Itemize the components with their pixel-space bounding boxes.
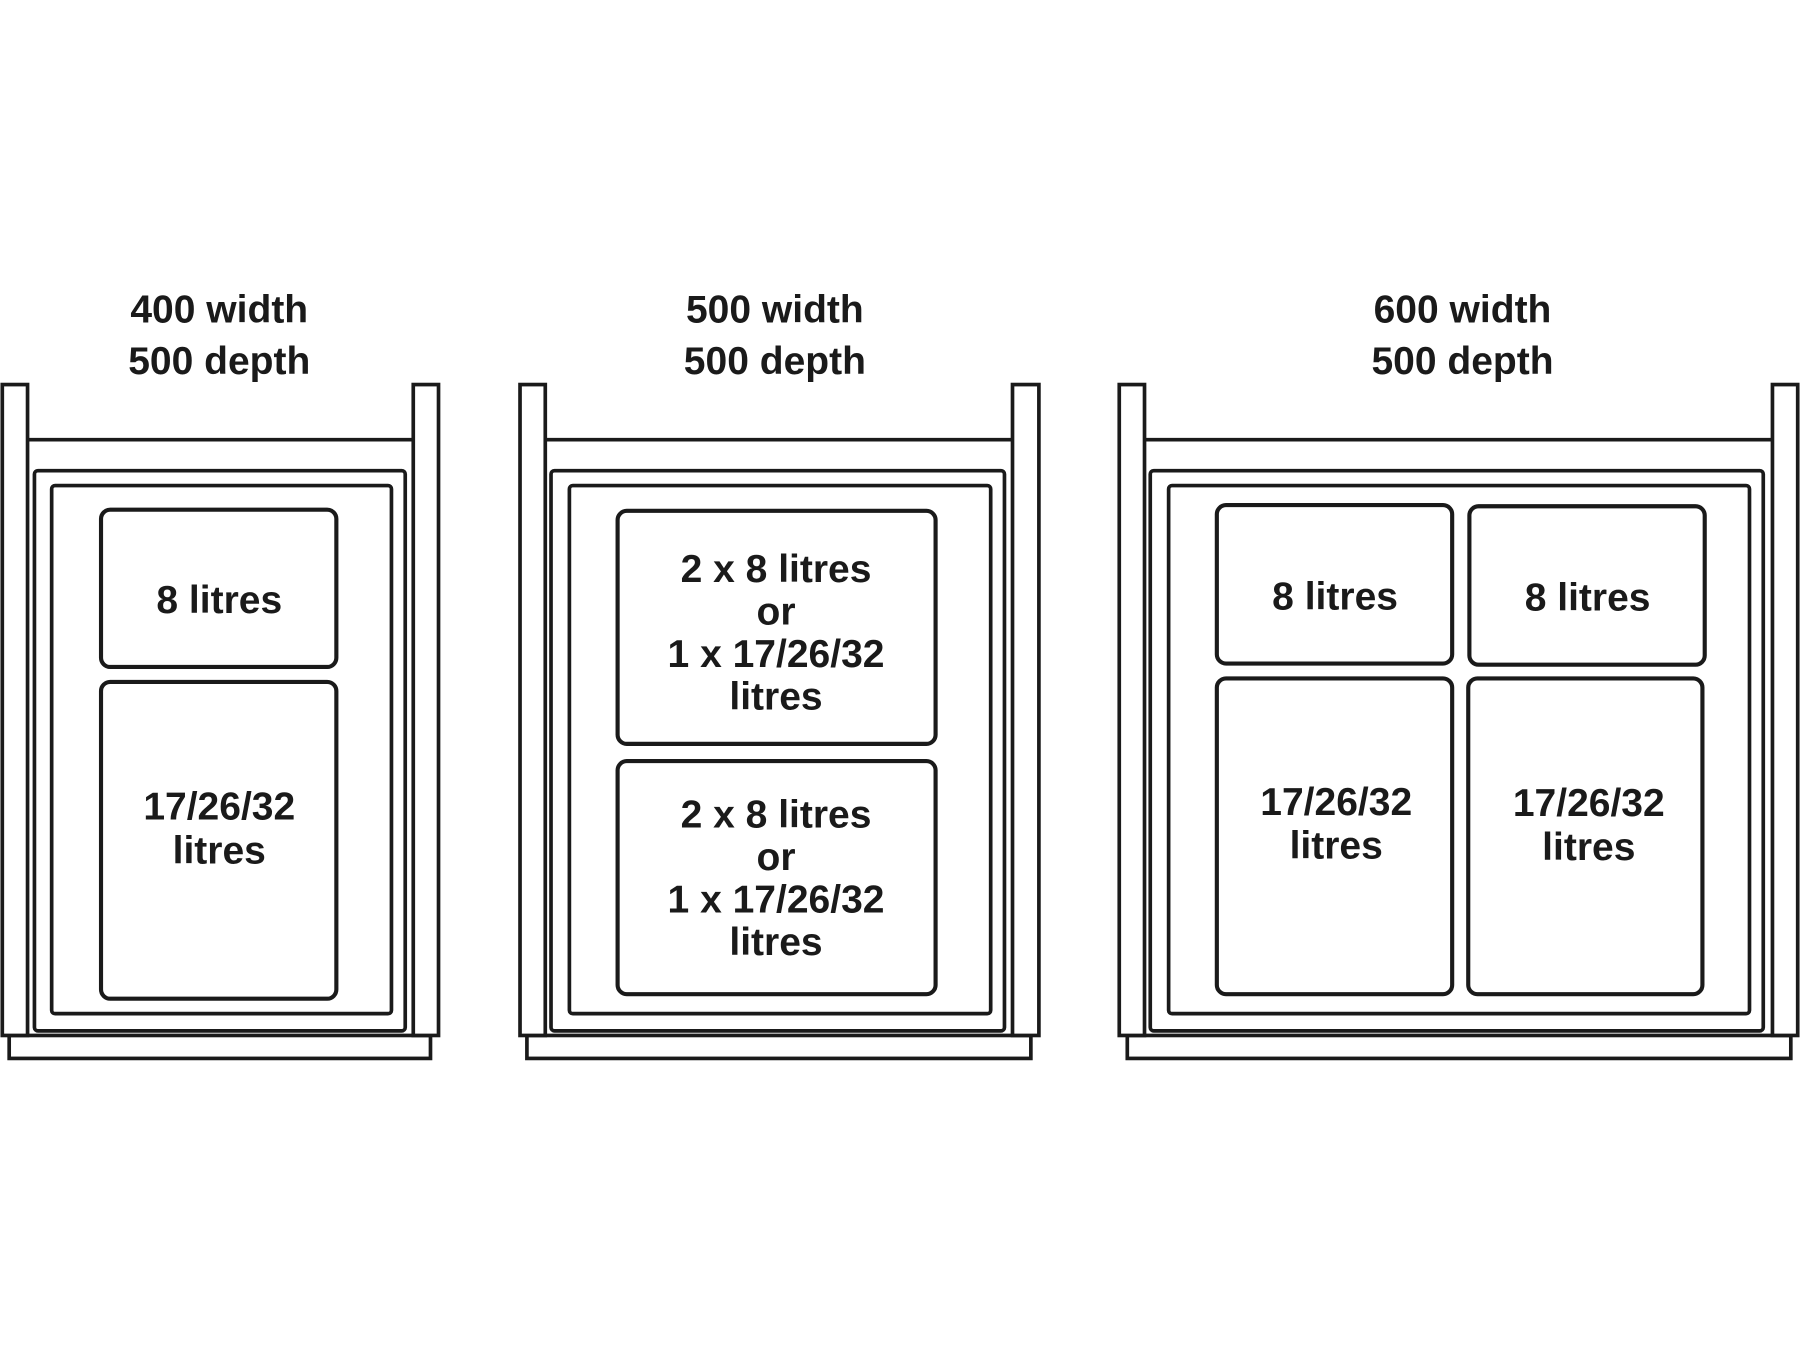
bin-label: 2 x 8 litres: [681, 548, 872, 591]
cabinet-600-width: 600 width 500 depth 8 litres 8 litres 17…: [1117, 289, 1800, 1061]
bin-8-litres: [98, 507, 339, 670]
cabinet-depth-label: 500 depth: [128, 340, 310, 383]
cabinet-base: [7, 1033, 433, 1061]
bin-label: litres: [1290, 825, 1383, 868]
cabinet-width-label: 400 width: [130, 289, 308, 332]
right-side-panel: [411, 382, 441, 1038]
left-side-panel: [518, 382, 548, 1038]
right-side-panel: [1770, 382, 1800, 1038]
bin-8-litres-left: [1214, 503, 1455, 666]
cabinet-500-width: 500 width 500 depth 2 x 8 litres or 1 x …: [518, 289, 1041, 1061]
bin-label: or: [757, 836, 796, 879]
bin-label: 8 litres: [1525, 577, 1651, 620]
bin-label: 2 x 8 litres: [681, 794, 872, 837]
cabinet-base: [525, 1033, 1033, 1061]
bin-label: 17/26/32: [143, 786, 295, 829]
bin-label: litres: [729, 921, 822, 964]
cabinet-400-width: 400 width 500 depth 8 litres 17/26/32 li…: [0, 289, 441, 1061]
bin-label: or: [757, 590, 796, 633]
bin-large: [98, 679, 339, 1001]
bin-label: litres: [729, 675, 822, 718]
bin-label: 8 litres: [156, 579, 282, 622]
bin-bottom: [615, 759, 938, 997]
left-side-panel: [0, 382, 30, 1038]
bin-8-litres-right: [1467, 504, 1707, 667]
right-side-panel: [1010, 382, 1041, 1038]
bin-label: 1 x 17/26/32: [668, 879, 885, 922]
bin-label: 17/26/32: [1260, 781, 1412, 824]
cabinet-base: [1125, 1033, 1793, 1061]
bin-large-left: [1214, 676, 1455, 997]
bin-top: [615, 508, 938, 746]
bin-large-right: [1466, 676, 1705, 997]
bin-label: litres: [173, 829, 266, 872]
cabinet-depth-label: 500 depth: [684, 340, 866, 383]
cabinet-width-label: 500 width: [686, 289, 864, 332]
bin-label: 1 x 17/26/32: [668, 633, 885, 676]
left-side-panel: [1117, 382, 1147, 1038]
bin-label: litres: [1542, 826, 1635, 869]
cabinet-width-label: 600 width: [1374, 289, 1552, 332]
bin-label: 8 litres: [1272, 576, 1398, 619]
bin-label: 17/26/32: [1513, 782, 1665, 825]
cabinet-depth-label: 500 depth: [1371, 340, 1553, 383]
